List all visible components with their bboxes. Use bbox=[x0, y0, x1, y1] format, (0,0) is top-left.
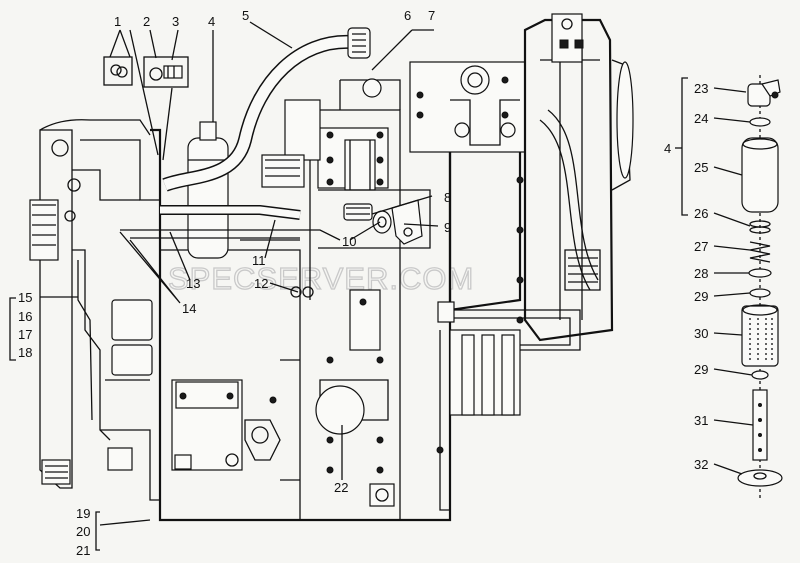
callout-29-upper: 29 bbox=[694, 289, 708, 304]
callout-8: 8 bbox=[444, 190, 451, 205]
callout-27: 27 bbox=[694, 239, 708, 254]
callout-21: 21 bbox=[76, 543, 90, 558]
callout-12: 12 bbox=[254, 276, 268, 291]
leader-lines bbox=[9, 21, 754, 551]
callout-13: 13 bbox=[186, 276, 200, 291]
callout-14: 14 bbox=[182, 301, 196, 316]
callout-32: 32 bbox=[694, 457, 708, 472]
callout-30: 30 bbox=[694, 326, 708, 341]
callout-28: 28 bbox=[694, 266, 708, 281]
callout-17: 17 bbox=[18, 327, 32, 342]
callout-5: 5 bbox=[242, 8, 249, 23]
callout-19: 19 bbox=[76, 506, 90, 521]
callout-9: 9 bbox=[444, 220, 451, 235]
callout-10: 10 bbox=[342, 234, 356, 249]
callout-25: 25 bbox=[694, 160, 708, 175]
detail-inset-8-9-10 bbox=[318, 189, 431, 249]
seal-rings-12 bbox=[290, 286, 314, 298]
callout-31: 31 bbox=[694, 413, 708, 428]
callout-24: 24 bbox=[694, 111, 708, 126]
right-gearbox bbox=[409, 13, 634, 511]
callout-2: 2 bbox=[143, 14, 150, 29]
callout-6: 6 bbox=[404, 8, 411, 23]
engine-block bbox=[100, 78, 452, 522]
left-housing bbox=[29, 119, 160, 489]
callout-18: 18 bbox=[18, 345, 32, 360]
callout-1: 1 bbox=[114, 14, 121, 29]
callout-26: 26 bbox=[694, 206, 708, 221]
callout-7: 7 bbox=[428, 8, 435, 23]
detail-inset-1-2-3 bbox=[103, 56, 189, 88]
callout-22: 22 bbox=[334, 480, 348, 495]
callout-3: 3 bbox=[172, 14, 179, 29]
callout-20: 20 bbox=[76, 524, 90, 539]
callout-11: 11 bbox=[252, 253, 266, 268]
callout-16: 16 bbox=[18, 309, 32, 324]
callout-4: 4 bbox=[208, 14, 215, 29]
callout-labels: 1 2 3 4 5 6 7 8 9 10 11 12 13 14 15 16 1… bbox=[18, 8, 708, 558]
fuel-pipe bbox=[120, 27, 371, 241]
watermark-text: SPECSERVER.COM bbox=[168, 261, 474, 296]
callout-29-lower: 29 bbox=[694, 362, 708, 377]
callout-15: 15 bbox=[18, 290, 32, 305]
callout-23: 23 bbox=[694, 81, 708, 96]
callout-4-group: 4 bbox=[664, 141, 671, 156]
filter-exploded-view bbox=[675, 75, 783, 500]
